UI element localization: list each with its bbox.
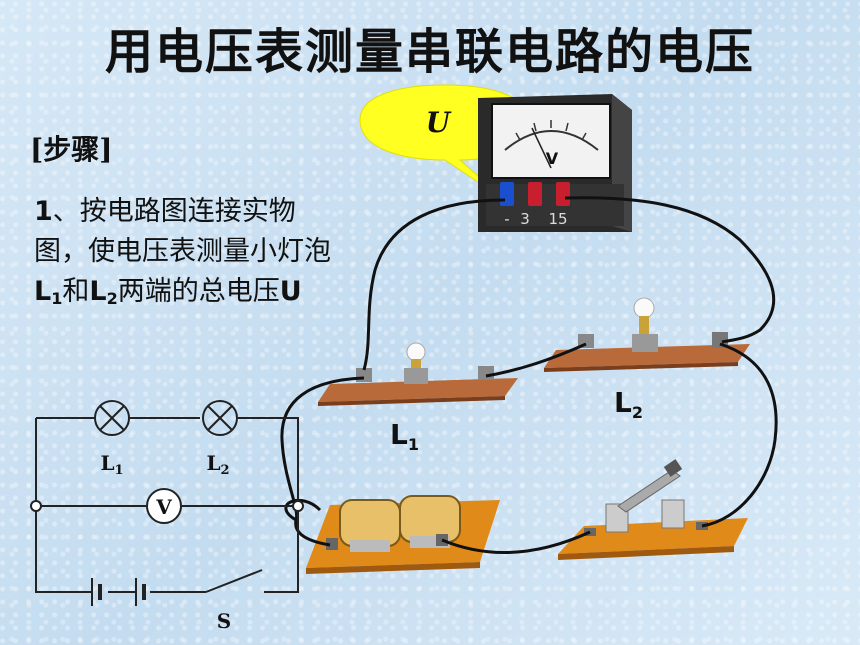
- steps-heading: [步骤]: [30, 133, 113, 166]
- step-text-part1: 、按电路图连接实物图，使电压表测量小灯泡: [34, 196, 331, 267]
- schematic-label-l1: L1: [100, 451, 123, 478]
- wire-battery-to-switch: [441, 530, 591, 554]
- meter-label-negative: -: [504, 210, 509, 228]
- wire-l1-to-l2: [485, 342, 587, 378]
- lamp-board-l2: [544, 297, 750, 372]
- wire-meter-to-l2: [564, 196, 776, 344]
- schematic-node-left: [30, 500, 42, 512]
- meter-dial-v: V: [546, 149, 559, 168]
- meter-terminal-negative: [500, 182, 514, 206]
- page-title: 用电压表测量串联电路的电压: [104, 24, 755, 80]
- schematic-diagram: V L1 L2 S: [30, 400, 304, 633]
- schematic-lamp-l1: [94, 400, 130, 436]
- lamp-l1-ref: L1: [34, 276, 63, 308]
- battery-holder: [306, 495, 500, 574]
- wire-l2-to-switch: [701, 342, 778, 528]
- step-number: 1: [34, 196, 53, 227]
- schematic-node-right: [292, 500, 304, 512]
- schematic-lamp-l2: [202, 400, 238, 436]
- schematic-label-switch: S: [217, 609, 231, 633]
- voltmeter-device: V - 3 15: [478, 94, 632, 232]
- schematic-label-l2: L2: [206, 451, 229, 478]
- photo-label-l1: L1: [390, 418, 419, 454]
- step-and: 和: [62, 276, 90, 307]
- voltage-u-ref: U: [279, 276, 302, 307]
- schematic-voltmeter: [146, 488, 182, 524]
- step-text-part2: 两端的总电压: [117, 276, 280, 307]
- wire-loop: [284, 499, 322, 522]
- meter-terminal-15: [556, 182, 570, 206]
- wire-meter-to-l1: [362, 198, 506, 371]
- knife-switch: [558, 459, 748, 560]
- step-1-text: 1、按电路图连接实物图，使电压表测量小灯泡 L1和L2两端的总电压U: [34, 192, 344, 319]
- svg-text:V: V: [155, 495, 172, 519]
- callout-u-label: U: [426, 106, 452, 139]
- meter-terminal-3: [528, 182, 542, 206]
- lamp-l2-ref: L2: [89, 276, 118, 308]
- schematic-battery: [91, 578, 146, 606]
- photo-label-l2: L2: [614, 386, 643, 422]
- meter-label-3: 3: [520, 210, 530, 228]
- meter-label-15: 15: [548, 210, 567, 228]
